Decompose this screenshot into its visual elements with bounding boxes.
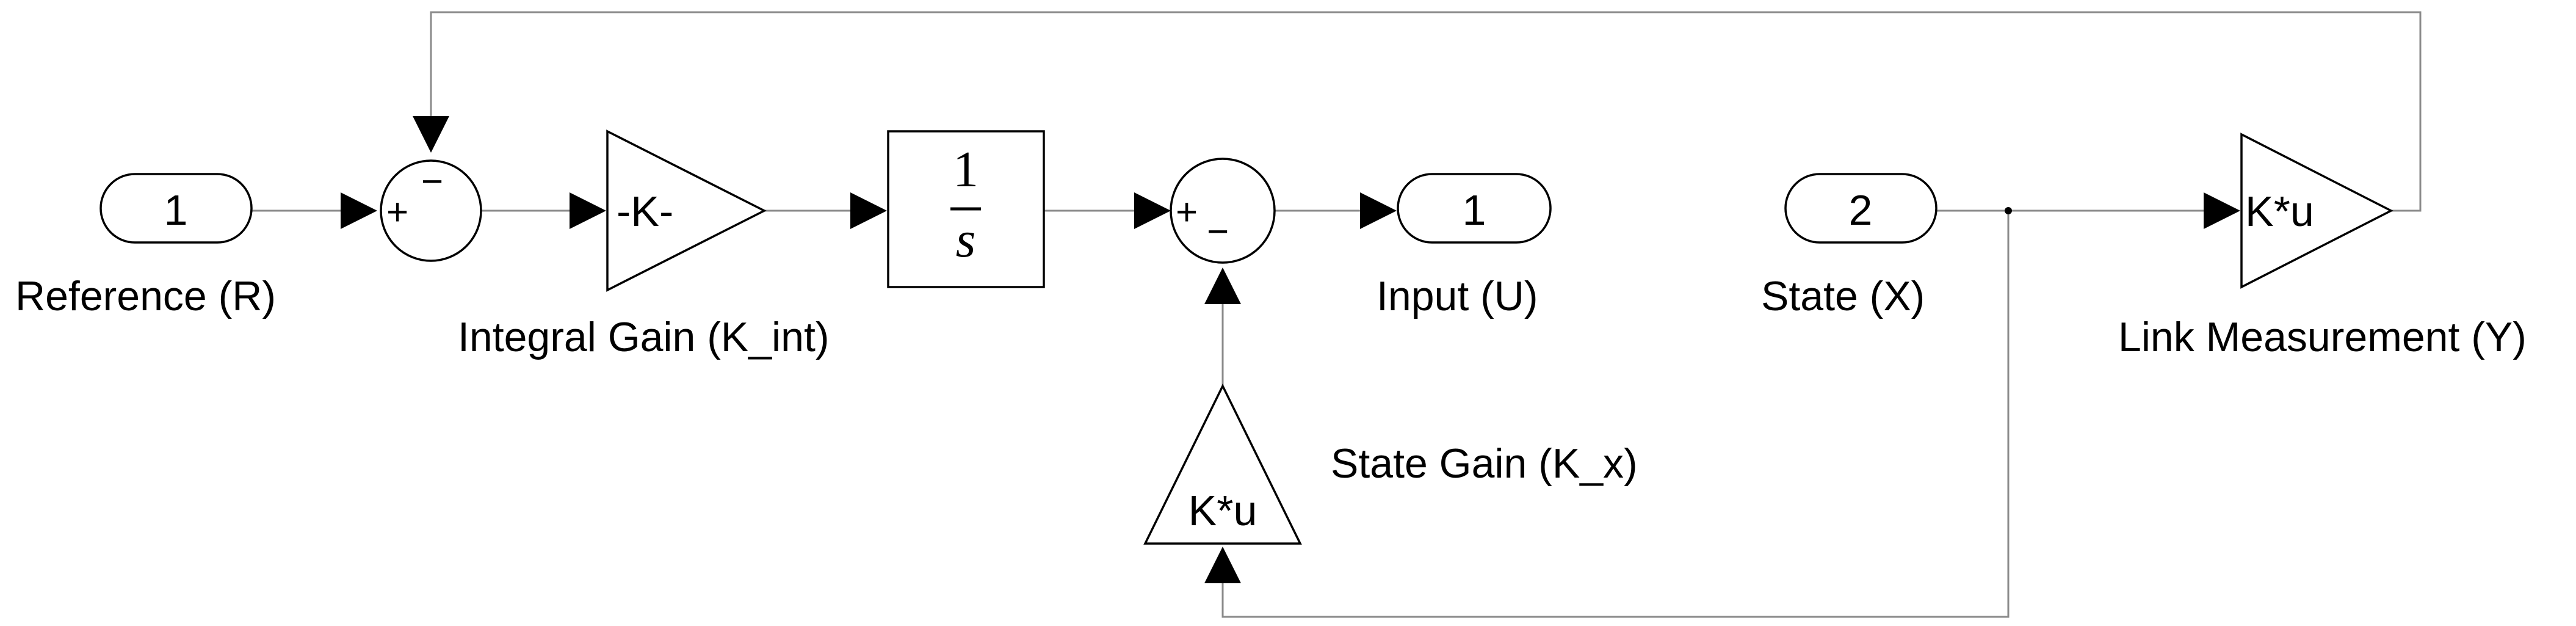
state-inport[interactable]: 2 bbox=[1784, 173, 1937, 244]
sum1-plus-sign: + bbox=[386, 191, 408, 233]
sum2-minus-sign: − bbox=[1207, 211, 1229, 253]
input-outport[interactable]: 1 bbox=[1397, 173, 1552, 244]
sum-block-2[interactable]: + − bbox=[1170, 158, 1276, 264]
wire-feedback-loop bbox=[430, 11, 2422, 212]
arrow-into-sum1-top bbox=[413, 116, 449, 153]
arrow-into-sum1-left bbox=[341, 192, 377, 229]
sum1-minus-sign: − bbox=[421, 161, 443, 203]
arrow-into-integral-gain bbox=[570, 192, 606, 229]
state-gain-text: K*u bbox=[1189, 487, 1257, 534]
reference-inport[interactable]: 1 bbox=[99, 173, 253, 244]
input-port-number: 1 bbox=[1463, 186, 1486, 234]
branch-point bbox=[2005, 207, 2012, 214]
link-measurement-gain-text: K*u bbox=[2245, 187, 2314, 235]
state-label: State (X) bbox=[1761, 273, 1925, 319]
sum-block-1[interactable]: + − bbox=[380, 159, 482, 262]
integral-gain-label: Integral Gain (K_int) bbox=[458, 314, 830, 360]
arrow-into-input-port bbox=[1360, 192, 1397, 229]
integral-gain-block[interactable]: -K- bbox=[606, 129, 767, 292]
state-gain-label: State Gain (K_x) bbox=[1331, 440, 1638, 487]
arrow-into-integrator bbox=[850, 192, 887, 229]
integrator-denominator: s bbox=[956, 211, 976, 268]
integrator-numerator: 1 bbox=[953, 141, 979, 198]
integrator-block[interactable]: 1 s bbox=[887, 130, 1045, 288]
link-measurement-gain-block[interactable]: K*u bbox=[2240, 133, 2393, 289]
reference-label: Reference (R) bbox=[15, 273, 276, 319]
integral-gain-text: -K- bbox=[617, 187, 673, 235]
wire-state-to-state-gain bbox=[1221, 211, 2010, 618]
arrow-into-state-gain bbox=[1204, 547, 1241, 583]
arrow-into-sum2-left bbox=[1134, 192, 1171, 229]
arrow-into-link-measurement bbox=[2204, 192, 2240, 229]
state-port-number: 2 bbox=[1849, 186, 1873, 234]
link-measurement-label: Link Measurement (Y) bbox=[2118, 314, 2527, 360]
state-gain-block[interactable]: K*u bbox=[1143, 384, 1302, 545]
input-label: Input (U) bbox=[1377, 273, 1538, 319]
arrow-into-sum2-bottom bbox=[1204, 268, 1241, 304]
reference-port-number: 1 bbox=[164, 186, 188, 234]
sum2-plus-sign: + bbox=[1176, 191, 1198, 233]
